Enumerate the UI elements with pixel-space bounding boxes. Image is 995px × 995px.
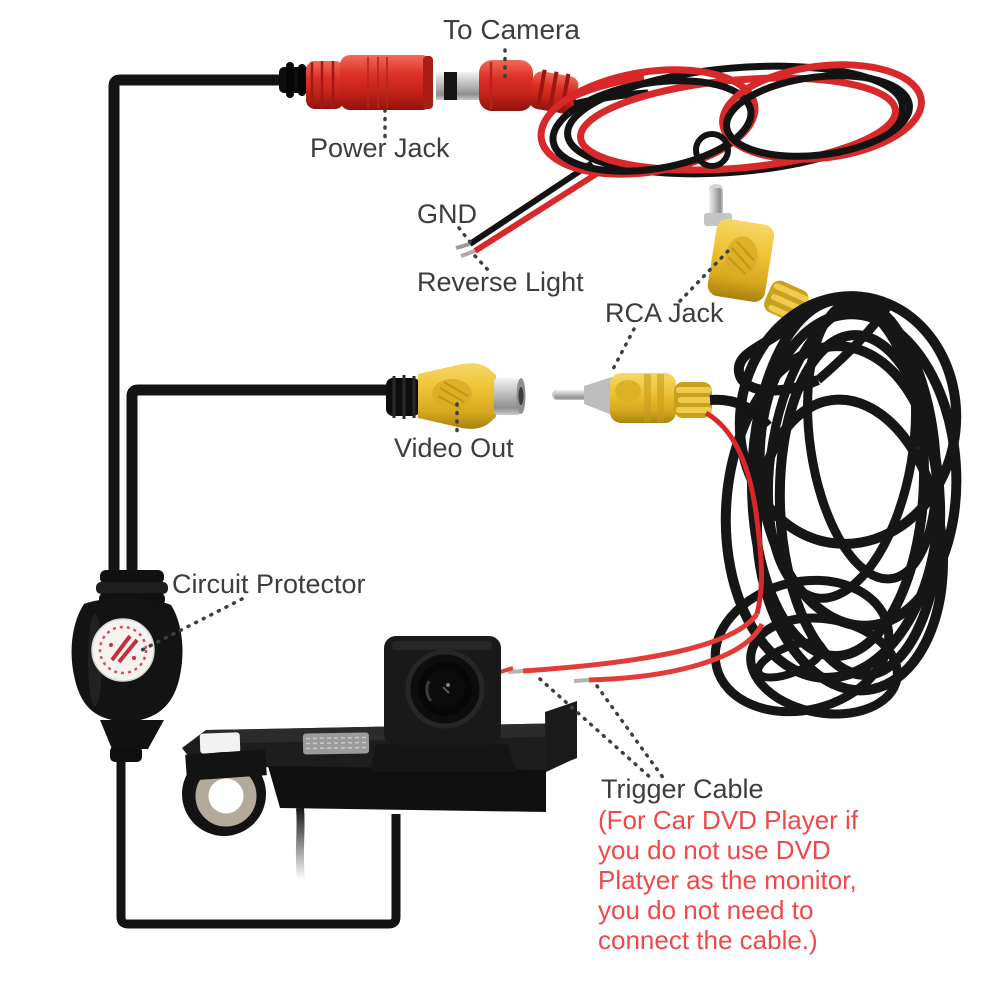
note-line: Platyer as the monitor, [598,865,857,895]
video-cable-coil [710,291,962,719]
note-line: you do not use DVD [598,835,831,865]
schematic-video-wire [126,384,390,586]
leader-rca-upper [678,249,730,303]
camera-unit [370,636,516,772]
protector-badge [91,618,155,682]
trigger-cable-note: (For Car DVD Player if you do not use DV… [598,805,858,955]
trigger-wire-2 [573,622,765,683]
label-power-jack: Power Jack [310,133,450,163]
note-line: you do not need to [598,895,814,925]
bracket-notch [199,732,241,754]
leader-circuit-protector [138,597,244,653]
schematic-power-wire [108,74,292,586]
leader-reverse-light [473,254,490,272]
label-to-camera: To Camera [443,14,580,45]
note-line: connect the cable.) [598,925,818,955]
leader-gnd [457,226,472,244]
power-jack-female [279,55,433,110]
label-video-out: Video Out [394,433,514,463]
leader-rca-lower [610,327,636,373]
leader-trigger-1 [538,677,654,781]
leader-trigger-2 [595,684,666,781]
license-light-window [302,732,370,755]
label-trigger-cable: Trigger Cable [601,774,764,804]
bracket-hook [182,749,267,836]
gnd-wire [455,160,594,250]
label-circuit-protector: Circuit Protector [172,569,366,599]
label-rca-jack: RCA Jack [605,298,724,328]
camera-pigtail [295,807,305,881]
reverse-light-wire [460,168,603,258]
power-cable-coil [455,61,925,258]
camera-lens [405,649,485,729]
schematic-camera-wire [116,744,401,929]
label-reverse-light: Reverse Light [417,267,584,297]
camera-bracket [182,701,577,881]
rca-male-horizontal [552,373,772,615]
label-gnd: GND [417,199,477,229]
note-line: (For Car DVD Player if [598,805,859,835]
video-out-female [386,363,526,429]
